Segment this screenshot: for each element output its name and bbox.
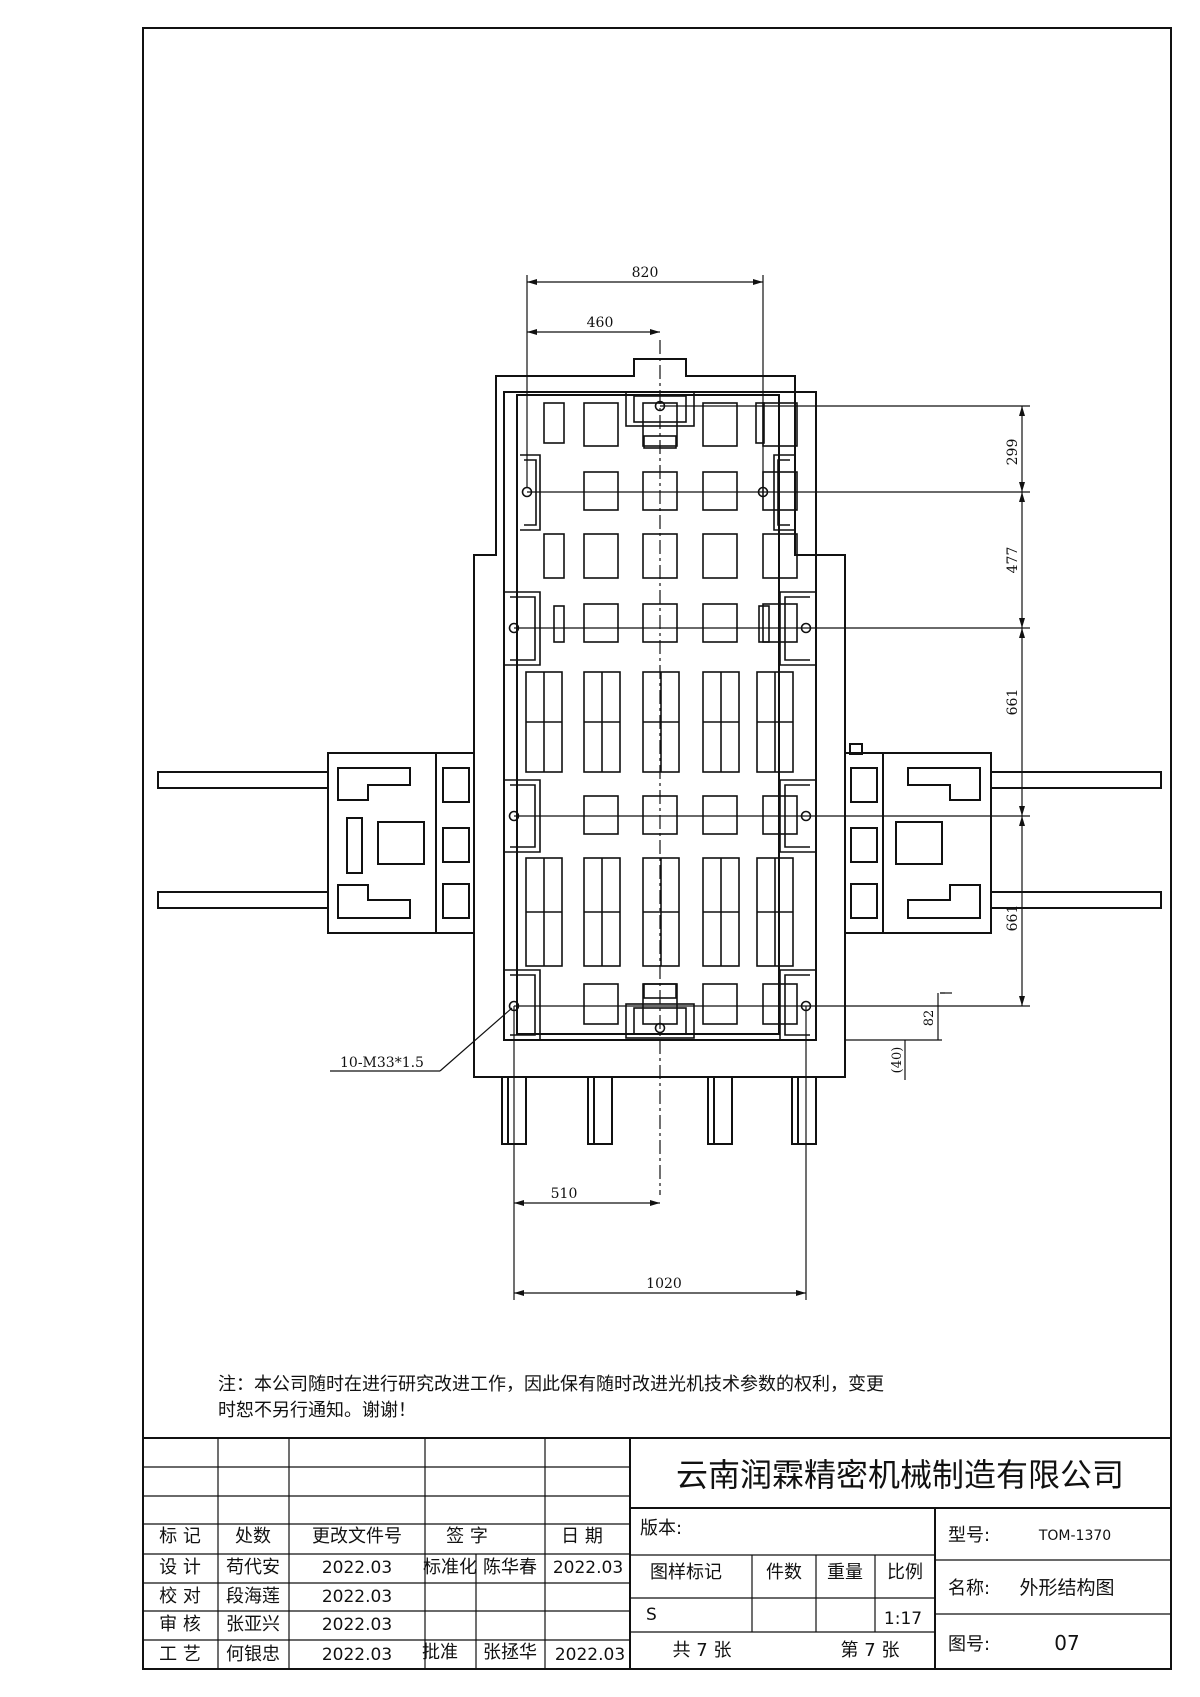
header-signature: 签 字 bbox=[446, 1526, 488, 1547]
dim-1020: 1020 bbox=[646, 1276, 682, 1292]
dim-299: 299 bbox=[1005, 439, 1021, 466]
dim-82: 82 bbox=[922, 1010, 937, 1027]
table-slot bbox=[702, 533, 738, 579]
table-slot bbox=[702, 471, 738, 511]
version-label: 版本: bbox=[640, 1518, 682, 1539]
note-line-1: 注：本公司随时在进行研究改进工作，因此保有随时改进光机技术参数的权利，变更 bbox=[218, 1374, 884, 1395]
approval-date: 2022.03 bbox=[555, 1645, 625, 1665]
title-block: 云南润霖精密机械制造有限公司 标 记 处数 更改文件号 签 字 日 期 设 计 … bbox=[142, 1437, 1172, 1670]
header-change-doc: 更改文件号 bbox=[312, 1526, 402, 1547]
total-sheets: 共 7 张 bbox=[673, 1640, 732, 1661]
dim-40: (40) bbox=[890, 1047, 905, 1074]
scale-value: 1:17 bbox=[884, 1609, 922, 1629]
table-slot bbox=[762, 471, 798, 511]
drawing-no-label: 图号: bbox=[948, 1634, 990, 1655]
dim-460: 460 bbox=[587, 315, 614, 331]
table-slot bbox=[583, 983, 619, 1025]
header-date: 日 期 bbox=[561, 1526, 603, 1547]
thread-callout: 10-M33*1.5 bbox=[340, 1055, 424, 1071]
name-label: 名称: bbox=[948, 1578, 990, 1599]
standardization-label: 标准化 bbox=[423, 1557, 477, 1578]
standardization-date: 2022.03 bbox=[553, 1558, 623, 1578]
table-slot bbox=[583, 795, 619, 835]
table-slot bbox=[583, 471, 619, 511]
dim-661-upper: 661 bbox=[1005, 689, 1021, 716]
dimension-arrows bbox=[514, 279, 1025, 1296]
role-check: 校 对 bbox=[159, 1586, 201, 1607]
name-process: 何银忠 bbox=[226, 1644, 280, 1665]
date-design: 2022.03 bbox=[322, 1558, 392, 1578]
table-slot bbox=[762, 533, 798, 579]
name-design: 苟代安 bbox=[226, 1557, 280, 1578]
approval-label: 批准 bbox=[422, 1642, 458, 1663]
company-name: 云南润霖精密机械制造有限公司 bbox=[676, 1456, 1124, 1494]
standardization-name: 陈华春 bbox=[483, 1557, 537, 1578]
model-value: TOM-1370 bbox=[1038, 1528, 1111, 1544]
quantity-label: 件数 bbox=[766, 1562, 802, 1583]
dim-661-lower: 661 bbox=[1005, 905, 1021, 932]
model-label: 型号: bbox=[948, 1525, 990, 1546]
table-slot bbox=[583, 603, 619, 643]
table-slot bbox=[702, 402, 738, 447]
sheet-number: 第 7 张 bbox=[841, 1640, 900, 1661]
table-slot bbox=[758, 605, 770, 643]
date-check: 2022.03 bbox=[322, 1587, 392, 1607]
approval-name: 张拯华 bbox=[483, 1642, 537, 1663]
table-slots bbox=[525, 402, 798, 1025]
table-slot bbox=[543, 402, 565, 444]
scale-label: 比例 bbox=[887, 1562, 923, 1583]
name-value: 外形结构图 bbox=[1019, 1577, 1114, 1599]
disclaimer-note: 注：本公司随时在进行研究改进工作，因此保有随时改进光机技术参数的权利，变更 时恕… bbox=[218, 1372, 978, 1424]
dim-510: 510 bbox=[551, 1186, 578, 1202]
weight-label: 重量 bbox=[827, 1562, 863, 1583]
name-review: 张亚兴 bbox=[226, 1614, 280, 1635]
table-slot bbox=[702, 795, 738, 835]
dim-477: 477 bbox=[1005, 547, 1021, 574]
role-process: 工 艺 bbox=[159, 1644, 201, 1665]
sample-mark-label: 图样标记 bbox=[650, 1562, 722, 1583]
header-count: 处数 bbox=[235, 1526, 271, 1547]
role-review: 审 核 bbox=[159, 1614, 201, 1635]
table-slot bbox=[583, 533, 619, 579]
drawing-no-value: 07 bbox=[1054, 1631, 1079, 1655]
table-slot bbox=[583, 402, 619, 447]
date-review: 2022.03 bbox=[322, 1615, 392, 1635]
table-slot bbox=[755, 402, 765, 444]
table-slot bbox=[543, 533, 565, 579]
table-slot bbox=[702, 603, 738, 643]
role-design: 设 计 bbox=[159, 1557, 201, 1578]
name-check: 段海莲 bbox=[226, 1586, 280, 1607]
note-line-2: 时恕不另行通知。谢谢！ bbox=[218, 1400, 416, 1421]
table-slot bbox=[553, 605, 565, 643]
machine-outline bbox=[157, 358, 1162, 1145]
table-slot bbox=[702, 983, 738, 1025]
sample-mark-value: S bbox=[646, 1605, 657, 1625]
dim-820: 820 bbox=[632, 265, 659, 281]
dimension-lines bbox=[330, 275, 1030, 1300]
date-process: 2022.03 bbox=[322, 1645, 392, 1665]
header-mark: 标 记 bbox=[159, 1526, 201, 1547]
